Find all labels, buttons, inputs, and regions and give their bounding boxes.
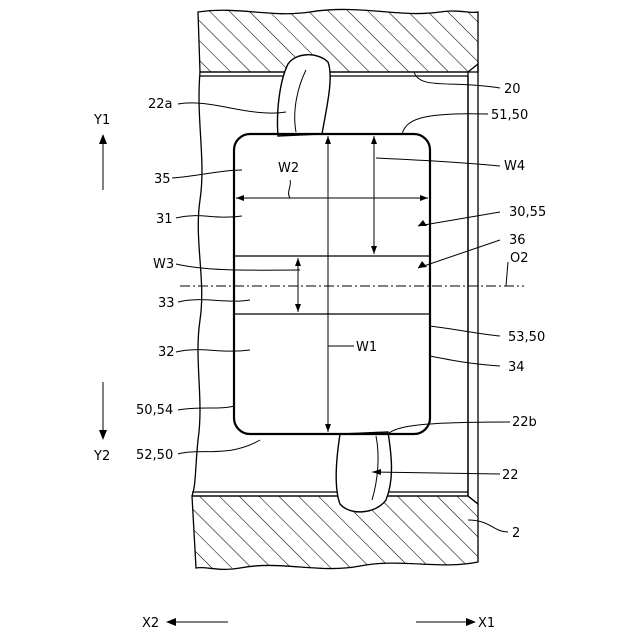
label-y2: Y2 <box>93 449 110 464</box>
label-2: 2 <box>512 526 520 541</box>
label-o2: O2 <box>510 251 529 266</box>
label-53-50: 53,50 <box>508 330 545 345</box>
y2-arrow <box>99 382 107 440</box>
label-50-54: 50,54 <box>136 403 173 418</box>
label-x2: X2 <box>142 616 159 631</box>
label-52-50: 52,50 <box>136 448 173 463</box>
label-w2: W2 <box>278 161 299 176</box>
label-35: 35 <box>154 172 171 187</box>
y1-arrow <box>99 134 107 190</box>
dim-w1 <box>325 136 331 432</box>
x2-arrow <box>166 618 228 626</box>
label-22a: 22a <box>148 97 173 112</box>
label-y1: Y1 <box>93 113 110 128</box>
label-w3: W3 <box>153 257 174 272</box>
label-w4: W4 <box>504 159 525 174</box>
label-36: 36 <box>509 233 526 248</box>
label-20: 20 <box>504 82 521 97</box>
label-30-55: 30,55 <box>509 205 546 220</box>
label-51-50: 51,50 <box>491 108 528 123</box>
dim-w2 <box>236 195 428 201</box>
bottom-hatched-block <box>192 496 478 569</box>
plate-right-edge <box>468 64 478 504</box>
x1-arrow <box>416 618 476 626</box>
label-33: 33 <box>158 296 175 311</box>
label-w1: W1 <box>356 340 377 355</box>
label-22b: 22b <box>512 415 537 430</box>
label-32: 32 <box>158 345 175 360</box>
dim-w3 <box>295 258 301 312</box>
top-hatched-block <box>198 9 478 72</box>
dim-w4 <box>371 136 377 254</box>
label-x1: X1 <box>478 616 495 631</box>
label-31: 31 <box>156 212 173 227</box>
left-break-line <box>192 72 202 496</box>
label-34: 34 <box>508 360 525 375</box>
label-22: 22 <box>502 468 519 483</box>
rounded-hole <box>234 134 430 434</box>
